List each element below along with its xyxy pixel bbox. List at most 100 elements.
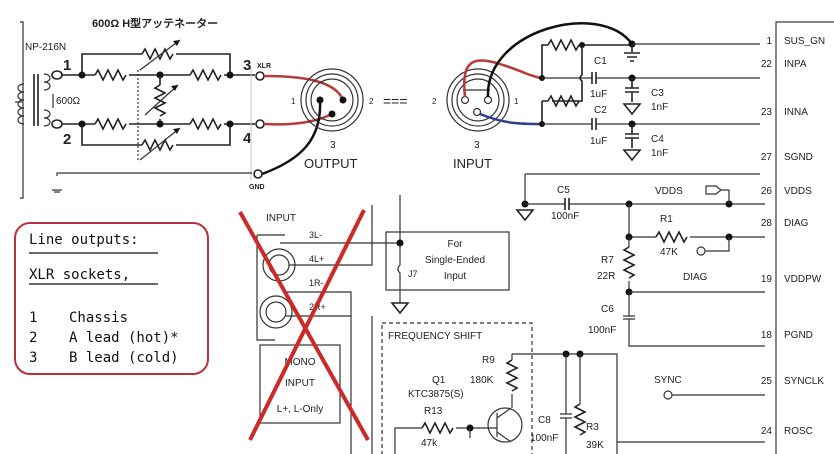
attenuator-section: 600Ω H型アッテネーター NP-216N 600Ω 1 2 [15,16,271,199]
svg-text:C5: C5 [557,185,570,196]
sync-net-label: SYNC [654,375,682,386]
transistor-q1-icon [487,407,523,443]
impedance-label: 600Ω [56,96,81,107]
ic-pin-number: 22 [761,59,773,70]
xlr-label: XLR [257,63,271,70]
svg-text:2: 2 [29,330,37,346]
ic-pin-name: ROSC [784,426,813,437]
gnd-label: GND [249,184,265,191]
svg-text:1nF: 1nF [651,148,668,159]
ic-pin-number: 18 [761,330,773,341]
ic-pin-number: 28 [761,218,773,229]
ic-pin-name: SYNCLK [784,376,824,387]
svg-text:1R-: 1R- [309,278,324,288]
svg-text:22R: 22R [597,271,615,282]
transformer-label: NP-216N [25,42,66,53]
svg-text:MONO: MONO [284,357,315,368]
bracket [20,21,24,199]
svg-text:Chassis: Chassis [69,310,128,326]
note-title: Line outputs: [29,232,139,248]
svg-text:2: 2 [432,97,437,106]
svg-text:1uF: 1uF [590,136,607,147]
ic-pin-number: 25 [761,376,773,387]
svg-text:Single-Ended: Single-Ended [425,255,485,266]
svg-text:For: For [448,239,464,250]
cross-line-1 [238,211,370,441]
svg-text:2: 2 [369,97,374,106]
output-label: OUTPUT [304,156,358,171]
svg-text:KTC3875(S): KTC3875(S) [408,389,464,400]
xlr-terminal-cold [255,119,265,129]
svg-text:C3: C3 [651,88,664,99]
ic-pin-name: SGND [784,152,813,163]
svg-text:1: 1 [291,97,296,106]
svg-text:C6: C6 [601,304,614,315]
xlr-terminal-hot [255,71,265,81]
svg-text:100nF: 100nF [588,325,616,336]
ic-pin-number: 19 [761,274,773,285]
terminal-2 [51,119,63,129]
input-gnd-wire [486,22,634,98]
svg-text:3: 3 [29,350,37,366]
svg-text:Q1: Q1 [432,375,446,386]
svg-text:R7: R7 [601,255,614,266]
cross-line-2 [248,209,366,441]
ic-pin-name: DIAG [784,218,809,229]
power-diag-section: C5 100nF VDDS R1 47K DIAG R7 22R C6 100n… [512,173,765,454]
old-input-section: INPUT 3L- 4L+ 1R- 2R+ MONO INPUT L+, L-O… [238,205,400,454]
svg-text:R3: R3 [586,422,599,433]
input-xlr-connector: 2 1 3 INPUT [432,68,519,171]
input-filter: C1 1uF C2 1uF C3 1nF C4 1nF [539,39,760,161]
terminal-1 [51,70,63,80]
svg-text:R13: R13 [424,406,443,417]
svg-text:4: 4 [243,130,252,147]
svg-text:39K: 39K [586,440,604,451]
svg-text:1nF: 1nF [651,102,668,113]
svg-text:1uF: 1uF [590,89,607,100]
attenuator-title: 600Ω H型アッテネーター [92,16,218,30]
ic-pin-number: 26 [761,186,773,197]
equals-sign: === [383,93,408,109]
svg-text:INPUT: INPUT [285,378,315,389]
svg-text:4L+: 4L+ [309,254,324,264]
svg-text:3: 3 [330,140,336,151]
vdds-net-label: VDDS [655,186,683,197]
xlr-terminal-gnd [253,169,263,179]
input-label: INPUT [453,156,492,171]
ic-pin-name: SUS_GN [784,36,825,47]
cold-wire [263,112,333,126]
svg-text:INPUT: INPUT [266,213,296,224]
svg-text:1: 1 [63,57,71,74]
svg-text:C2: C2 [594,105,607,116]
ic-pin-name: PGND [784,330,813,341]
svg-text:C4: C4 [651,134,664,145]
svg-text:180K: 180K [470,375,494,386]
input-cold-wire [479,112,543,126]
svg-text:3: 3 [243,57,251,74]
ic-pin-name: VDDS [784,186,812,197]
svg-text:C8: C8 [538,415,551,426]
svg-text:J7: J7 [408,269,418,279]
svg-text:R9: R9 [482,355,495,366]
diag-net-label: DIAG [683,272,708,283]
svg-text:A lead (hot)*: A lead (hot)* [69,330,179,346]
ic-pin-name: VDDPW [784,274,822,285]
svg-text:1: 1 [514,97,519,106]
svg-text:100nF: 100nF [530,433,558,444]
line-outputs-note: Line outputs: XLR sockets, 1 Chassis 2 A… [14,222,209,375]
ic-pin-name: INPA [784,59,807,70]
ic-pin-number: 27 [761,152,773,163]
ic-pin-number: 23 [761,107,773,118]
svg-text:100nF: 100nF [551,211,579,222]
transformer-icon [15,73,51,127]
frequency-shift-block: FREQUENCY SHIFT R9 180K Q1 KTC3875(S) R1… [381,322,533,454]
svg-text:47K: 47K [660,247,678,258]
svg-text:2: 2 [63,131,71,148]
svg-text:3L-: 3L- [309,230,322,240]
note-subtitle: XLR sockets, [29,267,130,283]
output-xlr-connector: 1 2 3 OUTPUT [291,68,374,171]
svg-text:C1: C1 [594,56,607,67]
svg-text:L+, L-Only: L+, L-Only [277,404,323,415]
